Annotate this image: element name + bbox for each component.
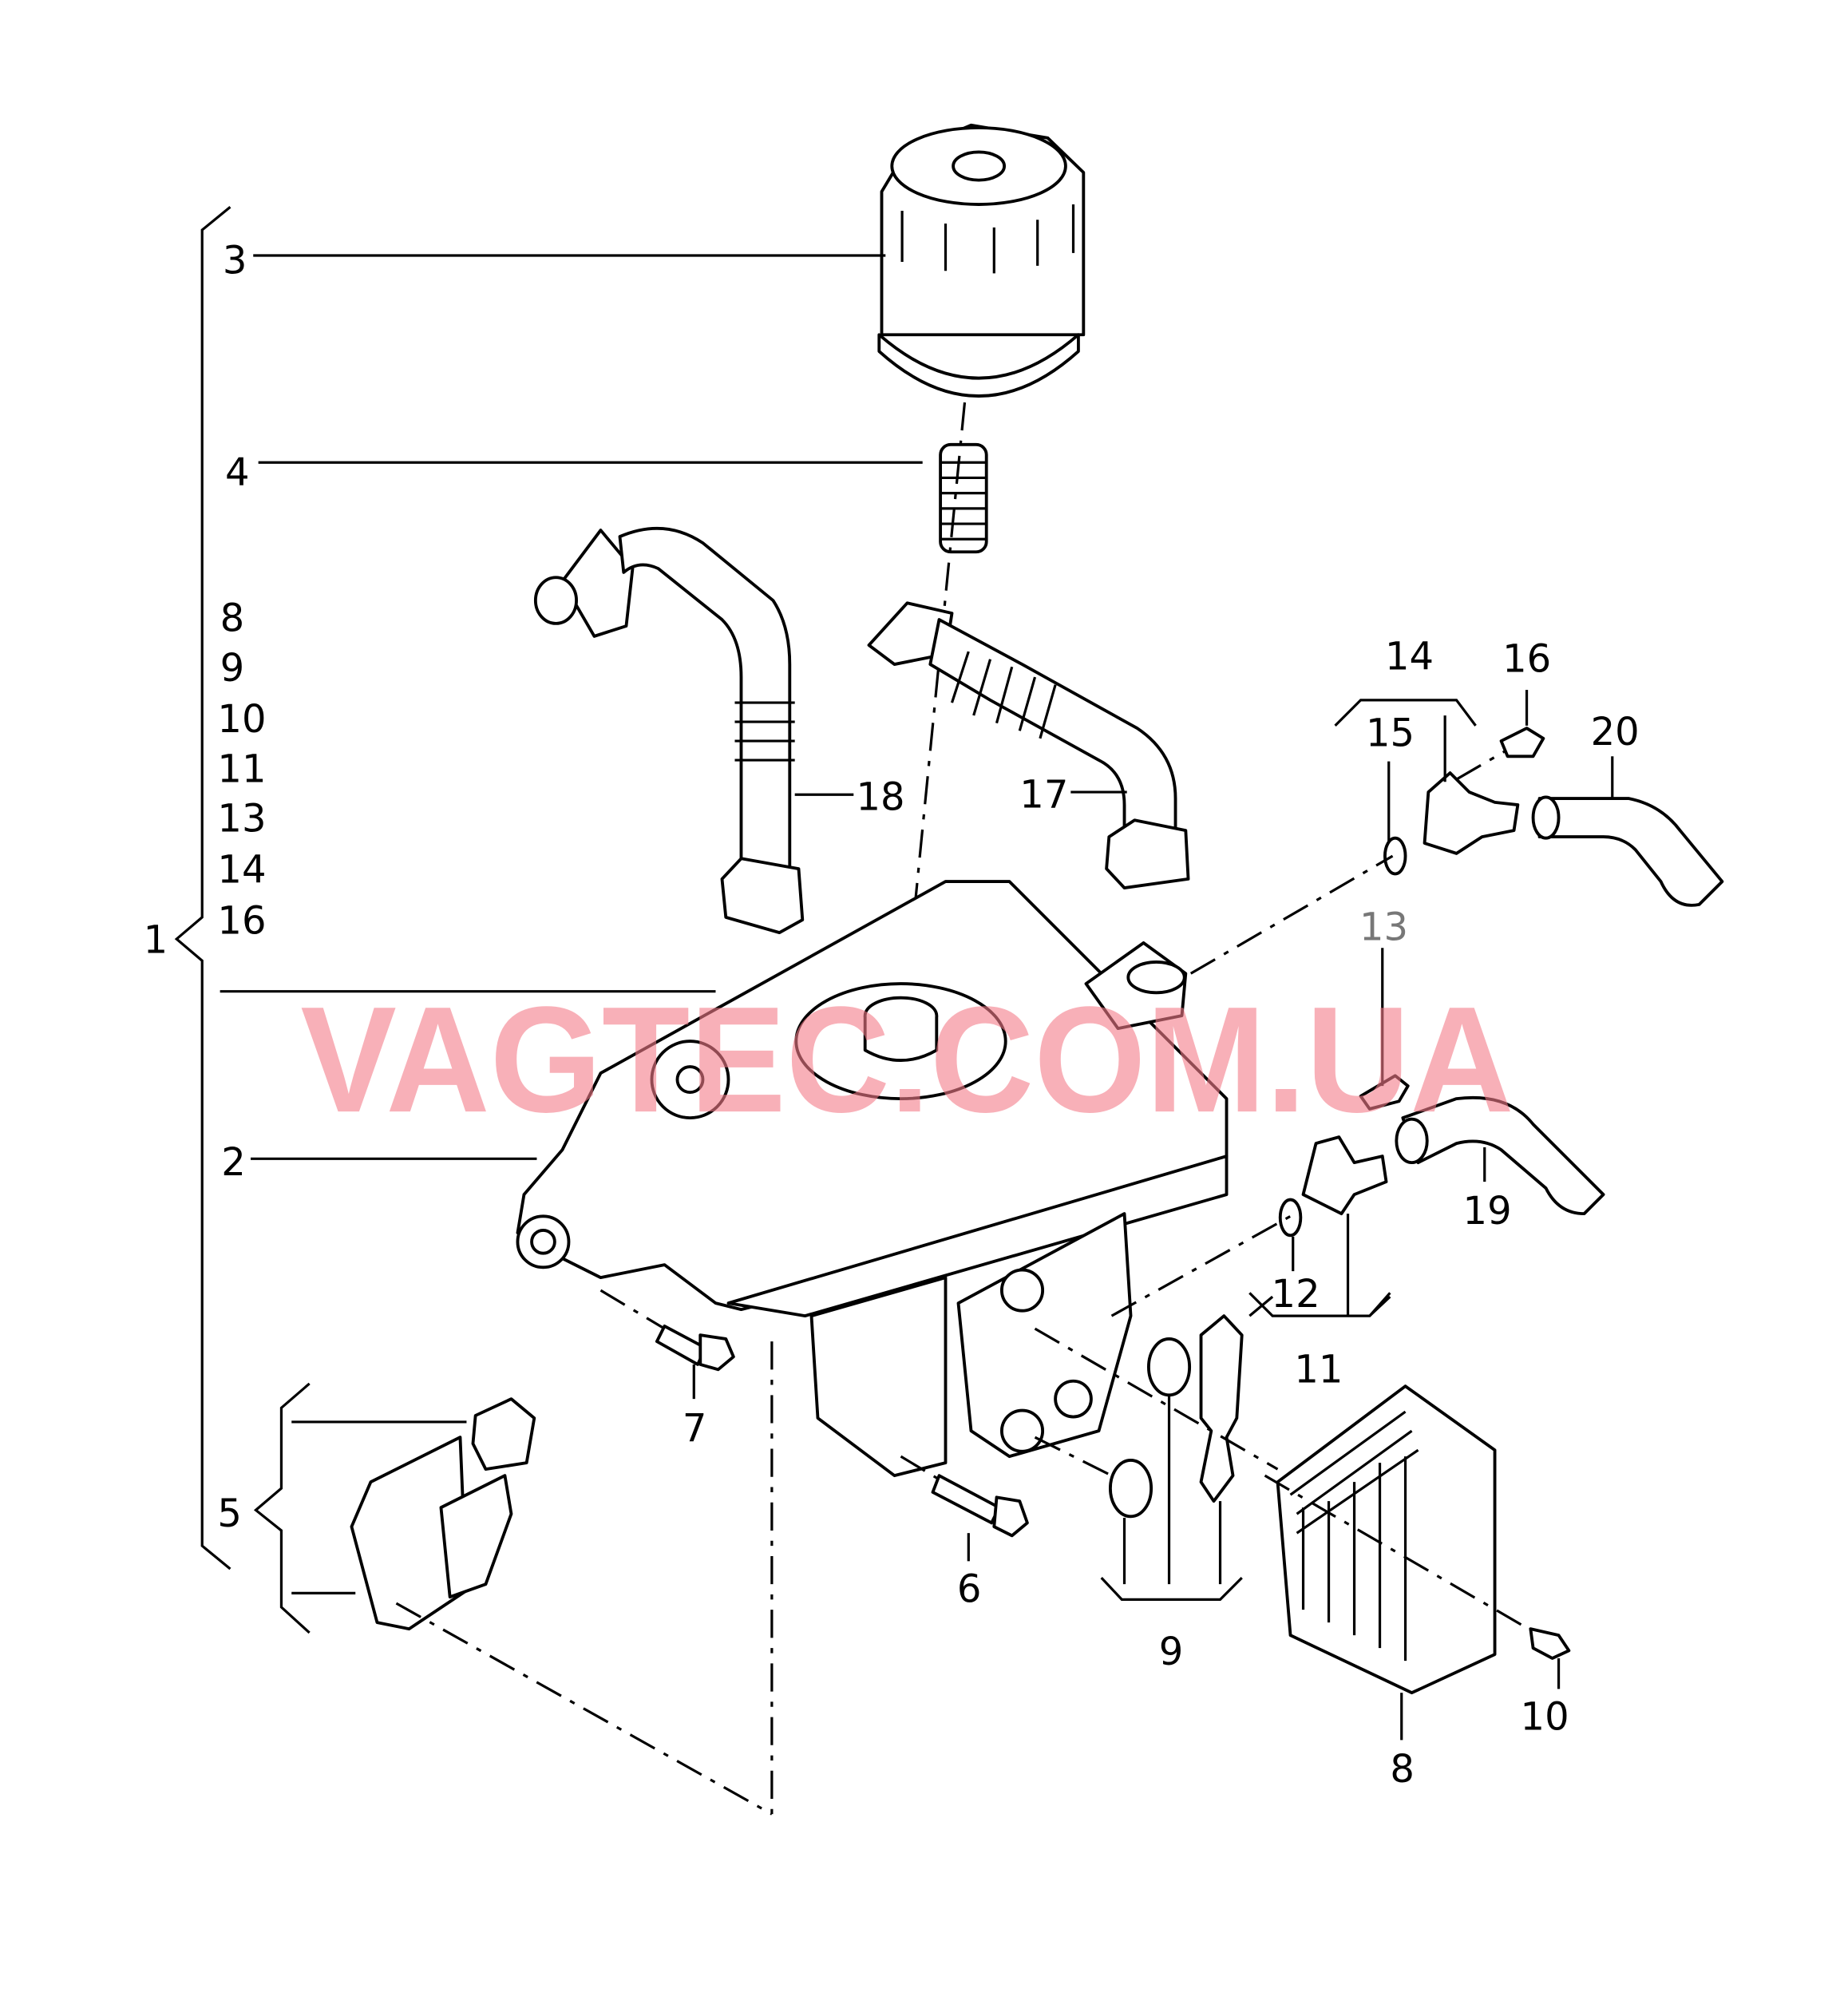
callout-16: 16 [1502,637,1551,682]
callout-17: 17 [1019,772,1068,817]
callout-7: 7 [683,1406,707,1451]
oil-pipe-18[interactable] [533,526,805,935]
bolt-7[interactable] [655,1325,735,1372]
callout-18: 18 [856,774,904,819]
hose-19[interactable] [1395,1095,1605,1216]
callout-11: 11 [1294,1347,1343,1392]
callout-12: 12 [1272,1272,1320,1317]
bolt-13[interactable] [1359,1074,1410,1111]
group-1-item: 16 [217,899,266,944]
gasket-5[interactable] [350,1397,536,1631]
callout-14: 14 [1385,634,1434,679]
watermark: VAGTEC.COM.UA [300,976,1514,1144]
group-5-brace [253,1382,311,1634]
callout-8: 8 [1390,1747,1415,1792]
group-1-item: 10 [217,697,266,742]
callout-13: 13 [1359,905,1408,950]
callout-9: 9 [1159,1630,1184,1674]
group-1-item: 13 [217,797,266,842]
callout-3: 3 [223,238,247,283]
group-1-item: 11 [217,747,266,791]
group-1-brace [174,205,231,1570]
callout-6: 6 [957,1567,982,1612]
group-1-item: 9 [220,646,245,691]
callout-15: 15 [1366,711,1415,755]
oil-pipe-17[interactable] [867,601,1190,890]
threaded-nipple[interactable] [939,442,988,554]
callout-2: 2 [221,1140,246,1185]
flange-14[interactable] [1383,771,1520,876]
callout-19: 19 [1463,1189,1512,1234]
group-1-item: 8 [220,596,245,640]
callout-4: 4 [225,450,250,495]
bolt-16[interactable] [1499,727,1545,758]
seal-rings-9[interactable] [1108,1314,1244,1519]
group-1-item: 14 [217,848,266,893]
oil-cooler[interactable] [1276,1384,1497,1695]
flange-11[interactable] [1278,1135,1388,1238]
oil-filter[interactable] [877,123,1086,398]
oil-filter-housing[interactable] [516,880,1229,1478]
callout-5: 5 [217,1491,242,1536]
bolt-6[interactable] [931,1474,1029,1538]
callout-1: 1 [144,918,168,963]
callout-10: 10 [1521,1695,1569,1740]
callout-20: 20 [1591,710,1640,755]
hose-20[interactable] [1531,795,1724,907]
bolt-10[interactable] [1529,1627,1571,1660]
